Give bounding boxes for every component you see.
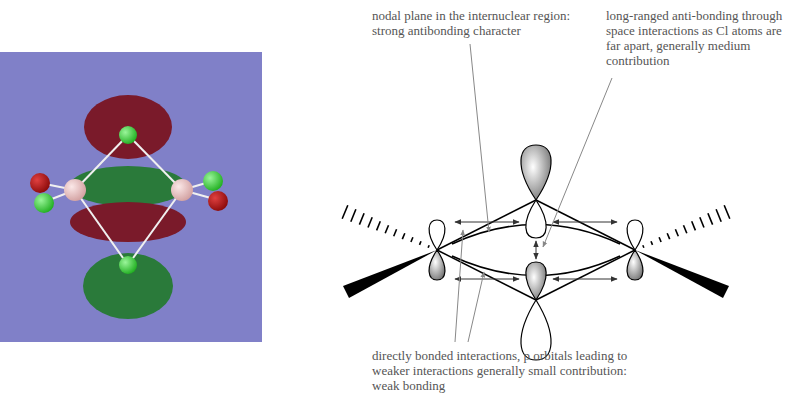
hash-mark [667,233,670,239]
hash-mark [428,245,429,248]
annotation-text: long-ranged anti-bonding through space i… [606,8,796,68]
orbital-sketch [342,44,730,360]
hash-mark [402,233,405,239]
hash-mark [377,221,381,230]
hash-mark [716,209,721,221]
hash-mark [643,245,644,248]
mo-render [0,52,262,342]
hash-mark [342,205,348,218]
hash-mark [684,225,687,233]
hash-mark [708,213,713,224]
hash-mark [700,217,704,227]
hash-mark [359,213,364,224]
hash-mark [411,237,413,242]
hash-mark [651,241,653,245]
hash-mark [351,209,356,221]
hash-mark [659,237,661,242]
hash-mark [724,205,730,218]
hash-mark [420,241,422,245]
annotation-text: directly bonded interactions, p orbitals… [372,348,644,393]
hash-mark [385,225,388,233]
hash-mark [394,229,397,236]
hash-mark [692,221,696,230]
hash-mark [675,229,678,236]
leader-lines [455,44,612,342]
annotation-text: nodal plane in the internuclear region: … [372,8,604,38]
hash-mark [368,217,372,227]
